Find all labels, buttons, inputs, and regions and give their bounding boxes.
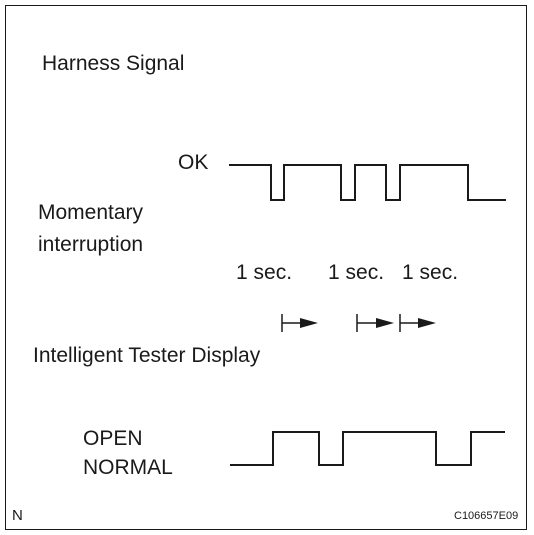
interruption-label: interruption bbox=[38, 233, 144, 256]
duration-label-2: 1 sec. bbox=[328, 261, 385, 284]
ok-label: OK bbox=[178, 151, 209, 174]
corner-mark: N bbox=[12, 507, 23, 524]
timing-arrow-2 bbox=[356, 314, 394, 332]
figure-frame bbox=[5, 5, 527, 530]
duration-label-1: 1 sec. bbox=[236, 261, 293, 284]
timing-arrow-1 bbox=[281, 314, 318, 332]
momentary-label: Momentary bbox=[38, 201, 144, 224]
open-label: OPEN bbox=[83, 427, 143, 450]
tester-display-waveform bbox=[230, 431, 505, 466]
harness-signal-waveform bbox=[229, 164, 506, 201]
normal-label: NORMAL bbox=[83, 456, 173, 479]
duration-label-3: 1 sec. bbox=[402, 261, 459, 284]
figure-code: C106657E09 bbox=[454, 510, 519, 522]
tester-display-label: Intelligent Tester Display bbox=[33, 344, 261, 367]
timing-arrow-3 bbox=[399, 314, 436, 332]
harness-signal-title: Harness Signal bbox=[42, 52, 185, 75]
